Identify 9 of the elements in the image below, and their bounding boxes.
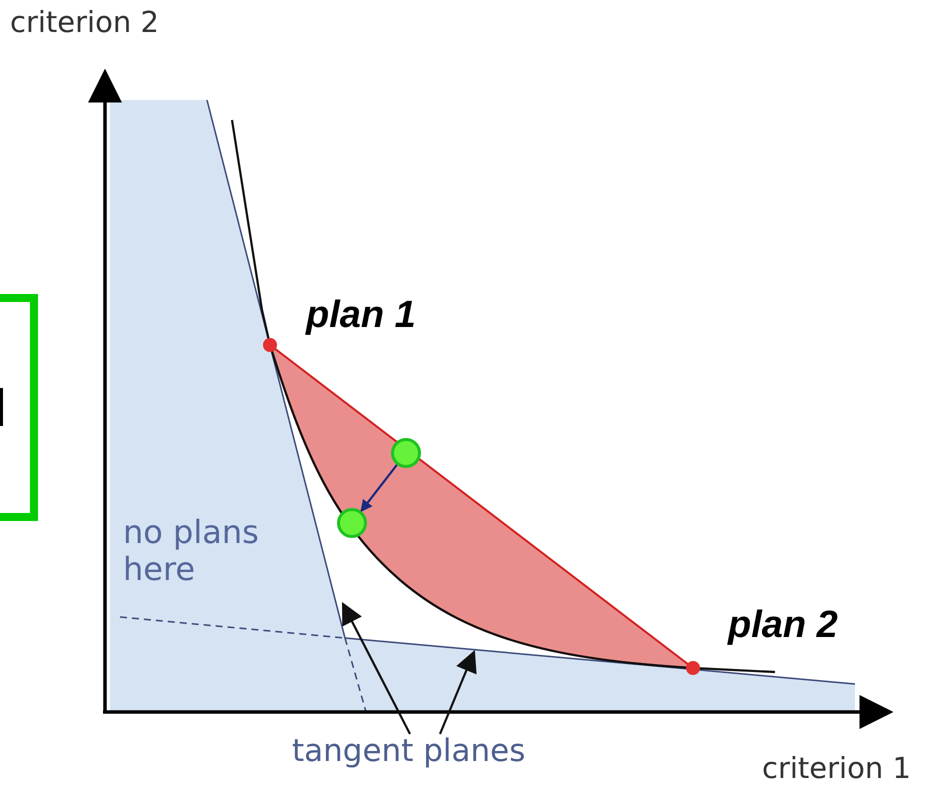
point-label: plan 1: [306, 294, 416, 338]
axis-label: criterion 1: [762, 752, 911, 786]
leader-arrow: [438, 650, 477, 734]
point-label: plan 2: [728, 604, 838, 648]
region-label: no plans here: [123, 514, 260, 588]
leader-arrow: [342, 602, 411, 734]
arrow: [360, 464, 398, 512]
annotation-label: tangent planes: [292, 734, 526, 770]
axis-label: criterion 2: [10, 6, 159, 40]
